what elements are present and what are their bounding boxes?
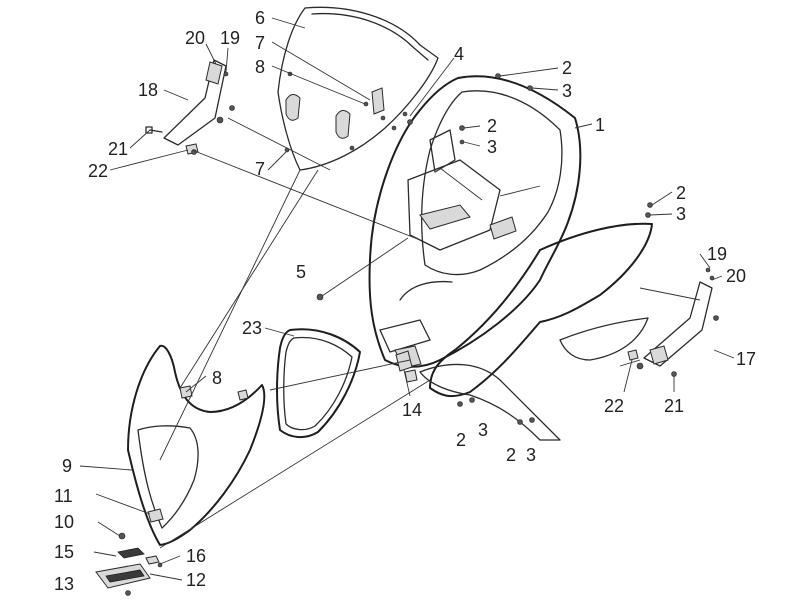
callout-3: 3 — [526, 445, 536, 465]
callout-2: 2 — [562, 58, 572, 78]
callout-19: 19 — [707, 244, 727, 264]
callout-2: 2 — [506, 445, 516, 465]
callout-12: 12 — [186, 570, 206, 590]
callout-22: 22 — [604, 396, 624, 416]
callout-2: 2 — [487, 116, 497, 136]
lower-small-parts — [95, 532, 163, 596]
callout-2: 2 — [676, 183, 686, 203]
assembly-guide-lines — [159, 117, 701, 549]
callout-9: 9 — [62, 456, 72, 476]
callout-8: 8 — [212, 368, 222, 388]
callout-7: 7 — [255, 33, 265, 53]
callout-10: 10 — [54, 512, 74, 532]
front-shield-part — [368, 75, 653, 441]
callout-21: 21 — [108, 139, 128, 159]
callout-13: 13 — [54, 574, 74, 594]
left-mirror-bracket — [145, 59, 235, 155]
callout-2: 2 — [456, 430, 466, 450]
callout-21: 21 — [664, 396, 684, 416]
callout-11: 11 — [54, 486, 73, 506]
callout-labels: 6 7 8 20 19 18 21 22 7 4 2 3 1 2 3 2 3 5… — [54, 8, 756, 594]
callout-23: 23 — [242, 318, 262, 338]
lower-front-panel — [127, 344, 266, 546]
callout-3: 3 — [676, 204, 686, 224]
callout-19: 19 — [220, 28, 240, 48]
right-mirror-bracket — [627, 275, 719, 377]
callout-5: 5 — [296, 262, 306, 282]
callout-3: 3 — [562, 81, 572, 101]
callout-6: 6 — [255, 8, 265, 28]
callout-3: 3 — [487, 137, 497, 157]
callout-3: 3 — [478, 420, 488, 440]
callout-16: 16 — [186, 546, 206, 566]
grille-frame-part — [276, 328, 361, 438]
callout-17: 17 — [736, 349, 756, 369]
callout-20: 20 — [726, 266, 746, 286]
fasteners — [191, 73, 711, 425]
callout-8: 8 — [255, 57, 265, 77]
callout-7: 7 — [255, 159, 265, 179]
windshield-part — [277, 6, 439, 171]
callout-20: 20 — [185, 28, 205, 48]
callout-18: 18 — [138, 80, 158, 100]
callout-leaders — [79, 17, 735, 581]
callout-22: 22 — [88, 161, 108, 181]
callout-4: 4 — [454, 44, 464, 64]
callout-1: 1 — [595, 115, 605, 135]
callout-14: 14 — [402, 400, 422, 420]
callout-15: 15 — [54, 542, 74, 562]
